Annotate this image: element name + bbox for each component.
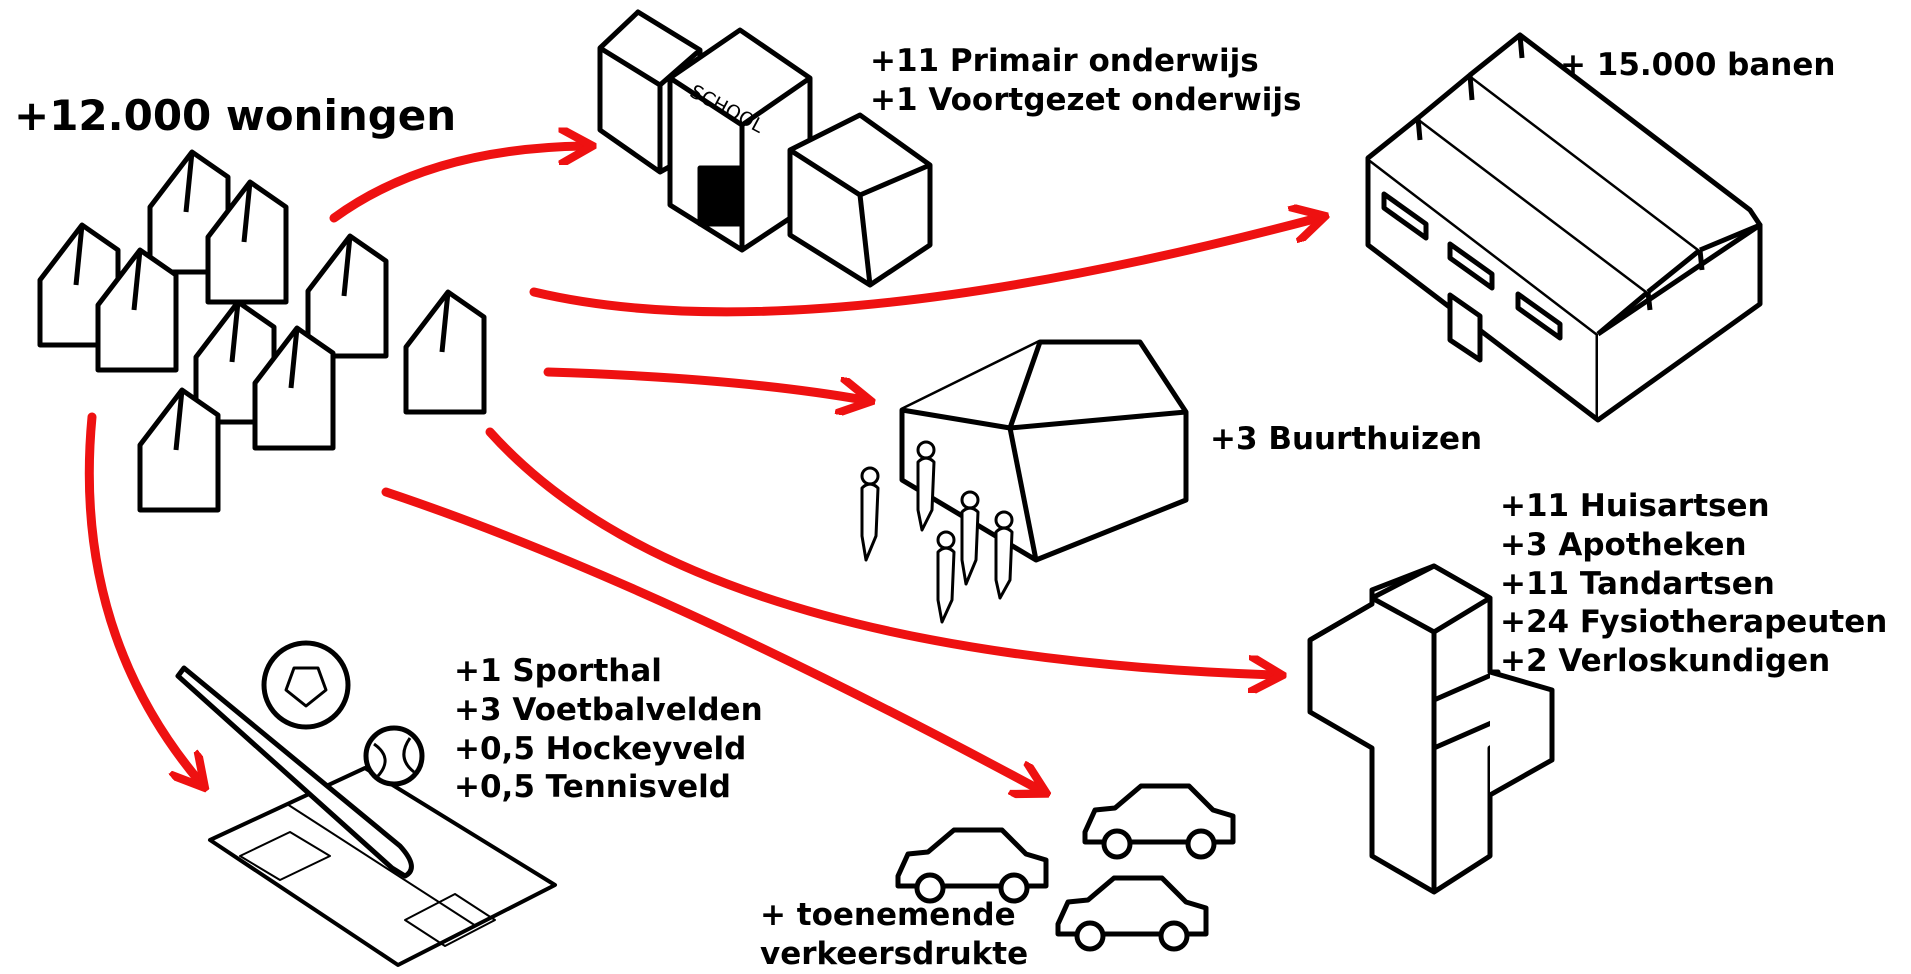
arrow-to-health bbox=[485, 427, 1275, 675]
label-line: +3 Apotheken bbox=[1500, 526, 1747, 563]
medical-cross-icon bbox=[1307, 563, 1555, 895]
sports-icon bbox=[175, 640, 557, 967]
house bbox=[252, 325, 336, 451]
label-line: +1 Voortgezet onderwijs bbox=[870, 81, 1302, 118]
school-building-icon: SCHOOL bbox=[597, 9, 933, 288]
tennis-ball-icon bbox=[363, 725, 425, 787]
label-line: + toenemende bbox=[760, 897, 1016, 933]
sports-label: +1 Sporthal +3 Voetbalvelden +0,5 Hockey… bbox=[454, 652, 763, 807]
traffic-label: + toenemende verkeersdrukte bbox=[760, 896, 1028, 974]
house bbox=[305, 233, 389, 359]
label-line: +24 Fysiotherapeuten bbox=[1500, 604, 1888, 641]
house bbox=[403, 289, 487, 415]
label-line: + 15.000 banen bbox=[1560, 47, 1836, 83]
label-line: +11 Primair onderwijs bbox=[870, 43, 1259, 79]
house bbox=[205, 179, 289, 305]
housing-label: +12.000 woningen bbox=[14, 91, 457, 140]
cars-icon bbox=[895, 783, 1236, 952]
label-line: +11 Tandartsen bbox=[1500, 565, 1775, 602]
label-line: +0,5 Tennisveld bbox=[454, 769, 732, 806]
factory-icon bbox=[1365, 32, 1763, 423]
label-line: verkeersdrukte bbox=[760, 935, 1029, 972]
arrow-to-jobs bbox=[529, 218, 1318, 317]
school-label: +11 Primair onderwijs +1 Voortgezet onde… bbox=[870, 42, 1301, 120]
health-label: +11 Huisartsen +3 Apotheken +11 Tandarts… bbox=[1500, 487, 1887, 681]
jobs-label: + 15.000 banen bbox=[1560, 46, 1835, 85]
label-line: +3 Buurthuizen bbox=[1210, 421, 1483, 457]
arrow-to-traffic bbox=[381, 487, 1040, 790]
car bbox=[1055, 875, 1209, 952]
label-line: +11 Huisartsen bbox=[1500, 488, 1770, 524]
car bbox=[1082, 783, 1236, 860]
car bbox=[895, 827, 1049, 904]
soccer-ball-icon bbox=[261, 640, 351, 730]
arrow-to-school bbox=[329, 146, 585, 223]
arrows bbox=[84, 146, 1318, 790]
label-line: +0,5 Hockeyveld bbox=[454, 730, 747, 767]
arrow-to-community bbox=[543, 367, 864, 400]
arrow-to-sports bbox=[84, 412, 200, 782]
label-line: +1 Sporthal bbox=[454, 653, 662, 689]
house bbox=[137, 387, 221, 513]
hockey-stick-icon bbox=[175, 665, 414, 879]
label-line: +2 Verloskundigen bbox=[1500, 643, 1831, 679]
community-house-icon bbox=[860, 339, 1189, 624]
label-line: +3 Voetbalvelden bbox=[454, 691, 763, 728]
community-label: +3 Buurthuizen bbox=[1210, 420, 1482, 459]
houses-icon bbox=[37, 149, 487, 513]
people bbox=[860, 440, 1014, 624]
house bbox=[95, 247, 179, 373]
